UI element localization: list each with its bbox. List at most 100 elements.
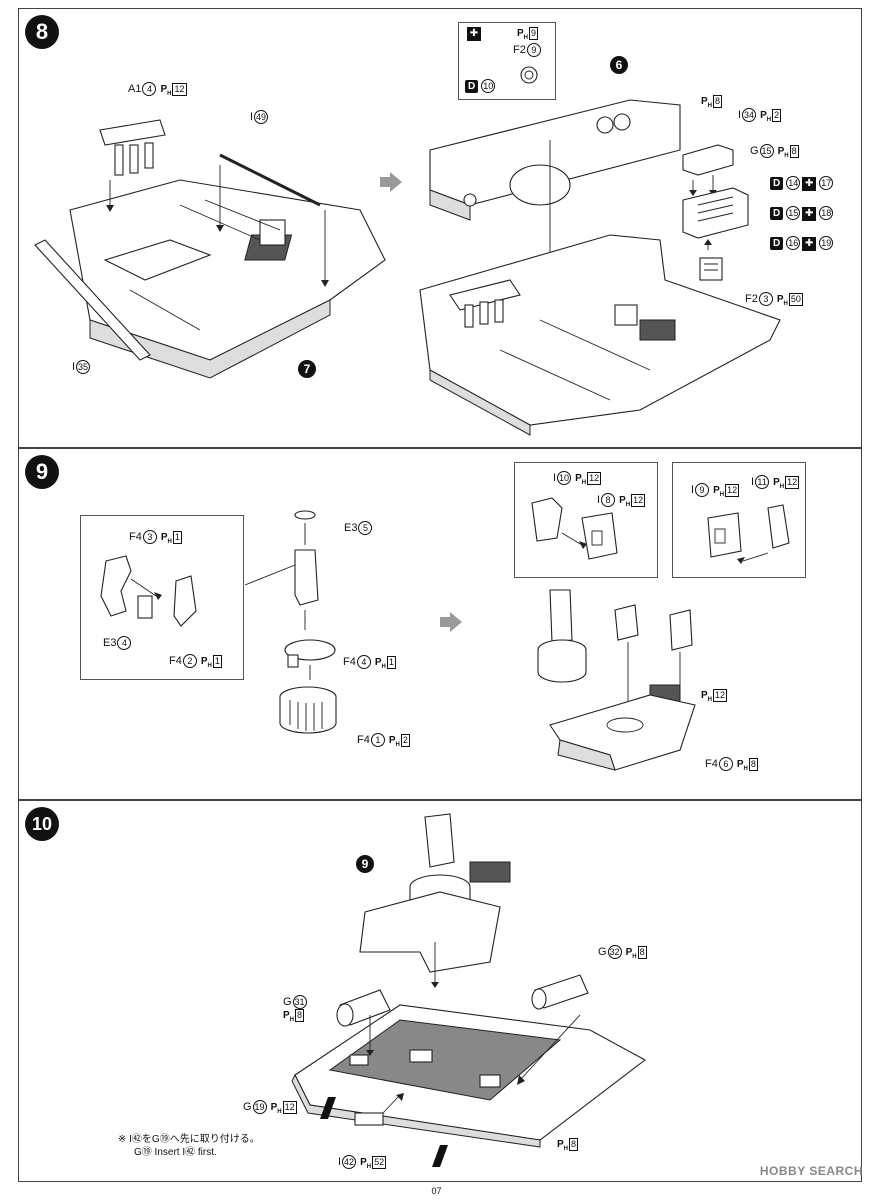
glue-icon — [432, 1145, 448, 1167]
part-letter: E3 — [344, 522, 358, 534]
d-badge: D — [465, 80, 479, 93]
part-number: 11 — [755, 475, 770, 489]
decal-number: 19 — [819, 236, 834, 250]
callout-step-7: 7 — [298, 360, 316, 378]
part-number: 6 — [718, 757, 733, 771]
switch-parts-drawing — [707, 504, 790, 564]
part-letter: F4 — [705, 758, 718, 770]
note-english: G⑲ Insert I㊷ first. — [134, 1147, 217, 1158]
console-subassembly-drawing — [359, 813, 511, 988]
watermark: HOBBY SEARCH — [759, 1164, 863, 1178]
part-number: 8 — [601, 493, 616, 507]
page-ref: 52 — [372, 1156, 387, 1169]
decal-icon: ✚ — [467, 27, 481, 41]
page-ref: 8 — [295, 1009, 305, 1022]
part-letter: A1 — [128, 83, 142, 95]
page-ref: 8 — [748, 758, 758, 771]
center-console-drawing — [682, 144, 749, 281]
part-letter: I — [751, 476, 755, 488]
part-letter: I — [338, 1156, 342, 1168]
part-letter: F4 — [169, 655, 182, 667]
part-number: 49 — [254, 110, 269, 124]
step-number-8: 8 — [25, 15, 59, 49]
page-ref: 9 — [529, 27, 539, 40]
decal-icon: ✚ — [802, 237, 817, 251]
callout-step-9: 9 — [356, 855, 374, 873]
page-ref: 1 — [172, 531, 182, 544]
decal-number: 17 — [819, 176, 834, 190]
part-letter: F4 — [343, 656, 356, 668]
page-ref: 8 — [789, 145, 799, 158]
decal-number: 16 — [786, 236, 801, 250]
decal-number: 15 — [786, 206, 801, 220]
page-ref: 50 — [788, 293, 803, 306]
part-number: 3 — [758, 292, 773, 306]
part-number: 5 — [358, 521, 373, 535]
part-number: 15 — [759, 144, 774, 158]
part-number: 1 — [370, 733, 385, 747]
page-number: 07 — [431, 1186, 442, 1196]
part-letter: F4 — [129, 531, 142, 543]
decal-icon: ✚ — [802, 207, 817, 221]
page-ref: 8 — [569, 1138, 579, 1151]
part-number: 2 — [182, 654, 197, 668]
switch-parts-drawing — [531, 497, 618, 560]
part-letter: F2 — [745, 293, 758, 305]
part-number: 42 — [342, 1155, 357, 1169]
gauge-part-drawing — [520, 66, 538, 84]
part-number: 4 — [142, 82, 157, 96]
part-letter: G — [243, 1101, 252, 1113]
part-number: 9 — [695, 483, 710, 497]
part-letter: G — [598, 946, 607, 958]
part-letter: I — [691, 484, 695, 496]
part-letter: F2 — [513, 44, 526, 56]
page-ref: 12 — [785, 476, 800, 489]
step-8-panel: 8 — [18, 8, 862, 448]
page-ref: 12 — [172, 83, 187, 96]
page-ref: 2 — [400, 734, 410, 747]
glue-icon — [320, 1097, 336, 1119]
step-number-9: 9 — [25, 455, 59, 489]
part-number: 32 — [607, 945, 622, 959]
part-number: 4 — [117, 636, 132, 650]
part-letter: I — [250, 111, 254, 123]
part-letter: F4 — [357, 734, 370, 746]
d-badge: D — [770, 177, 784, 190]
part-number: 3 — [142, 530, 157, 544]
decal-number: 14 — [786, 176, 801, 190]
part-number: 35 — [76, 360, 91, 374]
part-number: 34 — [742, 108, 757, 122]
step-9-panel: 9 — [18, 448, 862, 800]
page-ref: 8 — [637, 946, 647, 959]
part-letter: G — [750, 145, 759, 157]
page-ref: 12 — [725, 484, 740, 497]
proceed-arrow-icon — [440, 612, 462, 632]
floor-pan-drawing-left — [34, 119, 386, 379]
shifter-halves-drawing — [100, 555, 197, 627]
part-letter: G — [283, 996, 292, 1008]
page-ref: 8 — [713, 95, 723, 108]
page-ref: 12 — [282, 1101, 297, 1114]
